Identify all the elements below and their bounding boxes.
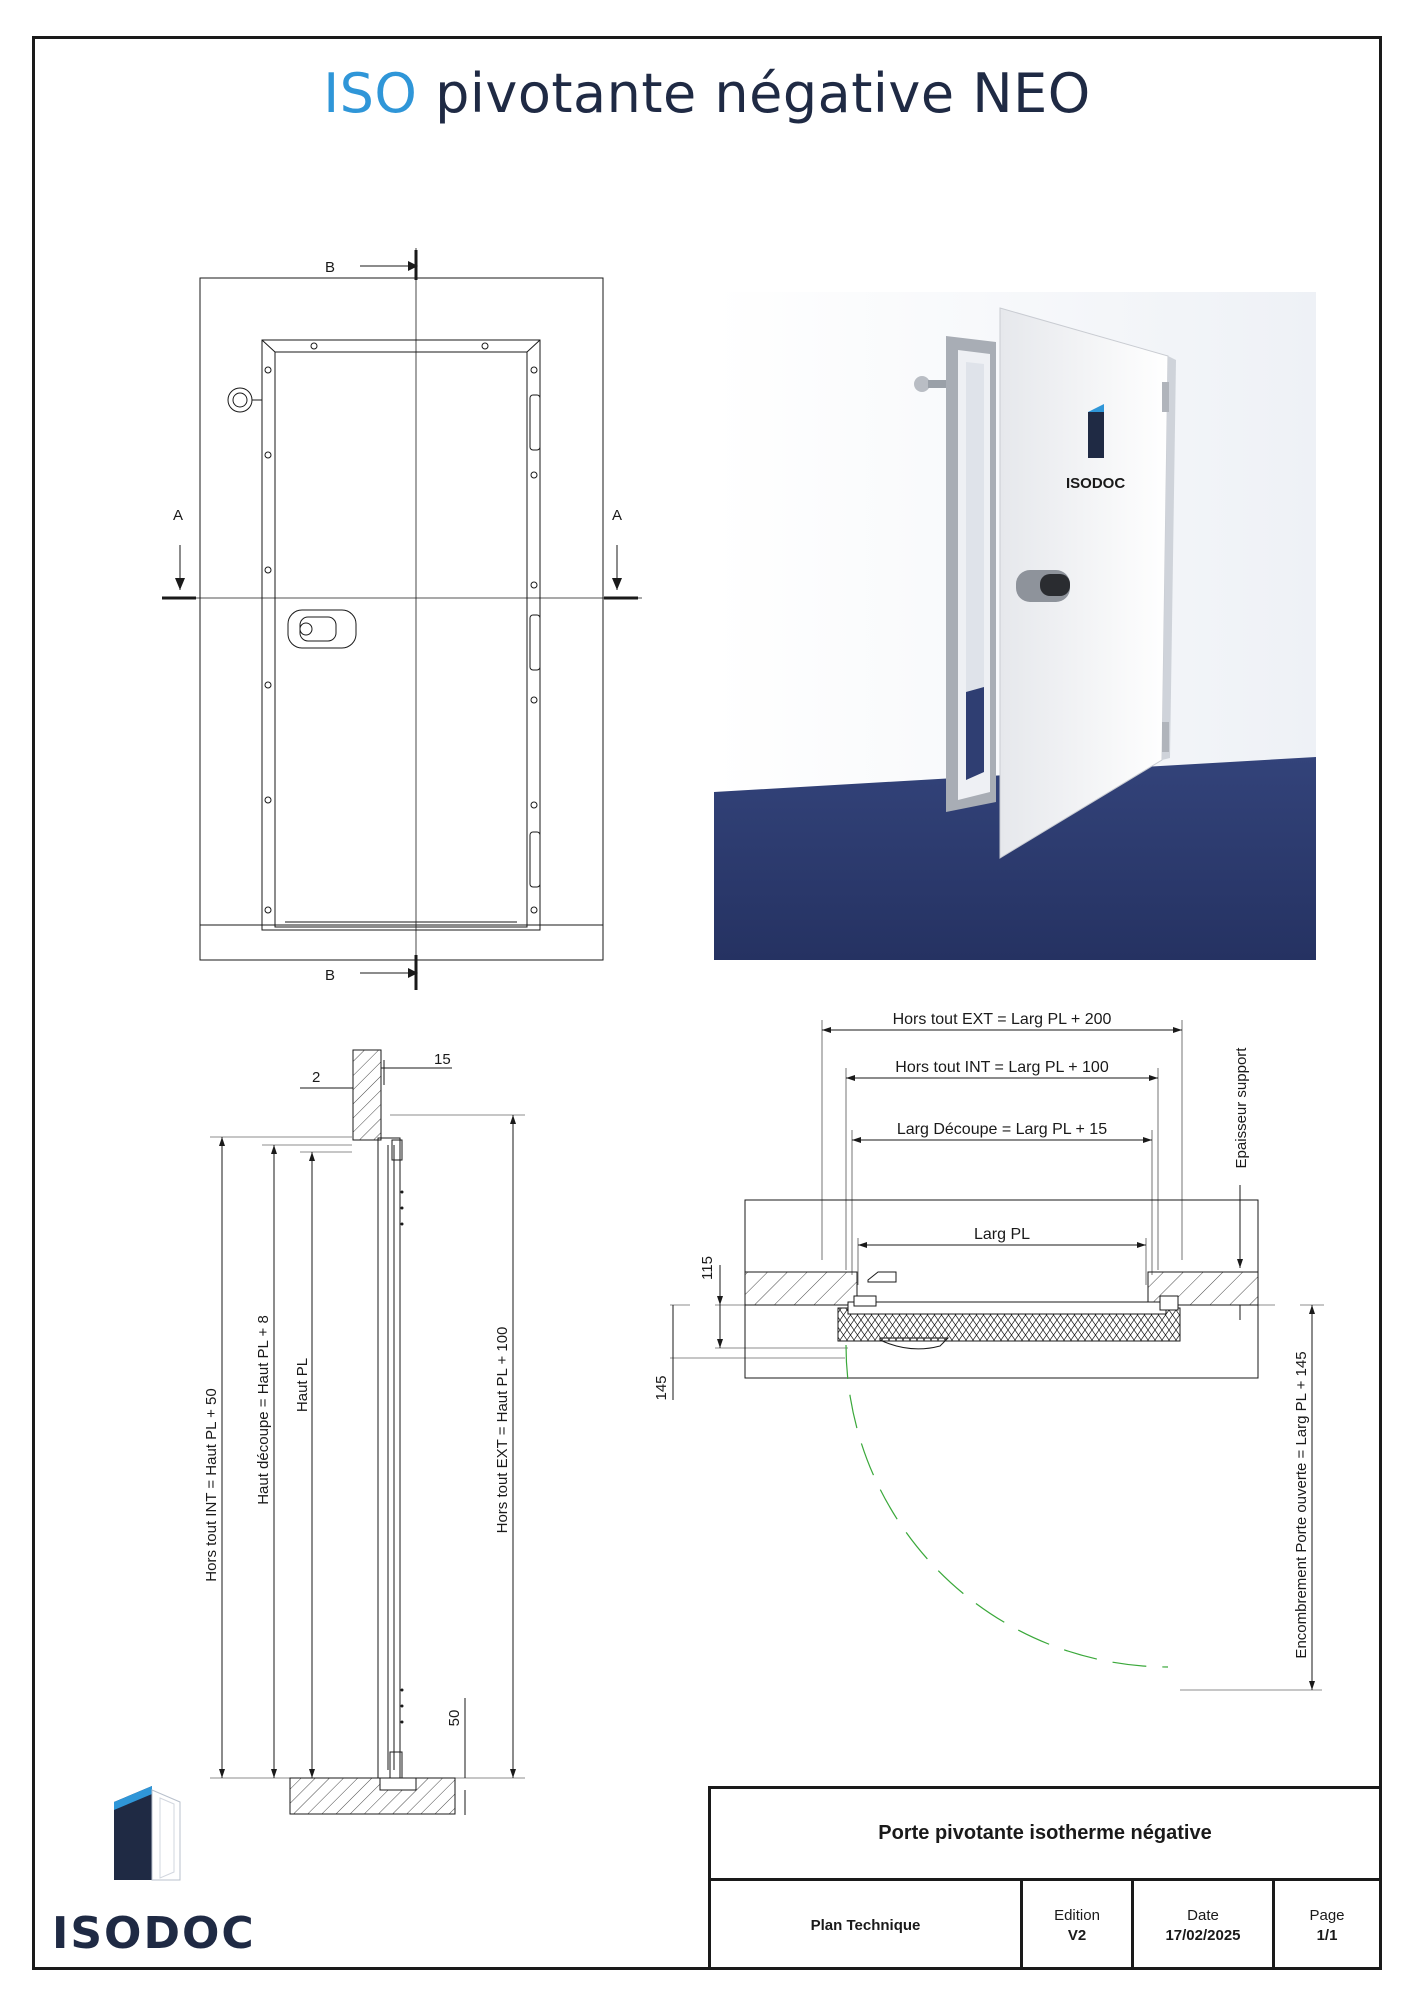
plan-encombrement: Encombrement Porte ouverte = Larg PL + 1… bbox=[1293, 1351, 1310, 1658]
edition-value: V2 bbox=[1067, 1927, 1087, 1944]
wall-outline bbox=[199, 277, 604, 961]
isodoc-logo-mark bbox=[114, 1786, 181, 1881]
title-rest: pivotante négative NEO bbox=[417, 62, 1091, 125]
isodoc-logo-text: ISODOC bbox=[52, 1908, 256, 1959]
title-block: Porte pivotante isotherme négative Plan … bbox=[708, 1786, 1382, 1970]
side-haut-decoupe: Haut découpe = Haut PL + 8 bbox=[255, 1315, 272, 1505]
section-b-top: B bbox=[325, 259, 335, 276]
section-a-right: A bbox=[612, 507, 622, 524]
door-swing-arc bbox=[845, 1344, 1169, 1668]
side-dim-50: 50 bbox=[446, 1710, 463, 1727]
plan-larg-decoupe: Larg Découpe = Larg PL + 15 bbox=[897, 1121, 1107, 1138]
plan-dim-145: 145 bbox=[653, 1375, 670, 1400]
side-hors-tout-int: Hors tout INT = Haut PL + 50 bbox=[203, 1388, 220, 1581]
section-a-left: A bbox=[173, 507, 183, 524]
date-label: Date bbox=[1187, 1907, 1219, 1924]
plan-hors-tout-int: Hors tout INT = Larg PL + 100 bbox=[895, 1059, 1109, 1076]
photo-brand: ISODOC bbox=[1066, 475, 1125, 492]
plan-label: Plan Technique bbox=[810, 1917, 921, 1934]
side-haut-pl: Haut PL bbox=[294, 1358, 311, 1412]
section-b-bottom: B bbox=[325, 967, 335, 984]
side-dim-2: 2 bbox=[312, 1069, 320, 1086]
side-dim-15: 15 bbox=[434, 1051, 451, 1068]
page-title: ISO pivotante négative NEO bbox=[0, 62, 1414, 125]
door-photo: ISODOC bbox=[714, 292, 1316, 960]
title-block-plan: Plan Technique bbox=[711, 1881, 1023, 1970]
plan-epaisseur: Epaisseur support bbox=[1233, 1047, 1250, 1169]
plan-dim-115: 115 bbox=[699, 1256, 716, 1280]
title-block-page: Page 1/1 bbox=[1275, 1881, 1379, 1970]
title-block-product: Porte pivotante isotherme négative bbox=[711, 1789, 1379, 1881]
edition-label: Edition bbox=[1054, 1907, 1100, 1924]
title-block-edition: Edition V2 bbox=[1023, 1881, 1134, 1970]
plan-larg-pl: Larg PL bbox=[974, 1226, 1030, 1243]
side-hors-tout-ext: Hors tout EXT = Haut PL + 100 bbox=[494, 1327, 511, 1534]
page-value: 1/1 bbox=[1316, 1927, 1338, 1944]
title-iso: ISO bbox=[323, 62, 418, 125]
title-block-date: Date 17/02/2025 bbox=[1134, 1881, 1275, 1970]
page-frame bbox=[32, 36, 1382, 1970]
plan-hors-tout-ext: Hors tout EXT = Larg PL + 200 bbox=[893, 1011, 1112, 1028]
page-label: Page bbox=[1309, 1907, 1345, 1924]
date-value: 17/02/2025 bbox=[1165, 1927, 1241, 1944]
